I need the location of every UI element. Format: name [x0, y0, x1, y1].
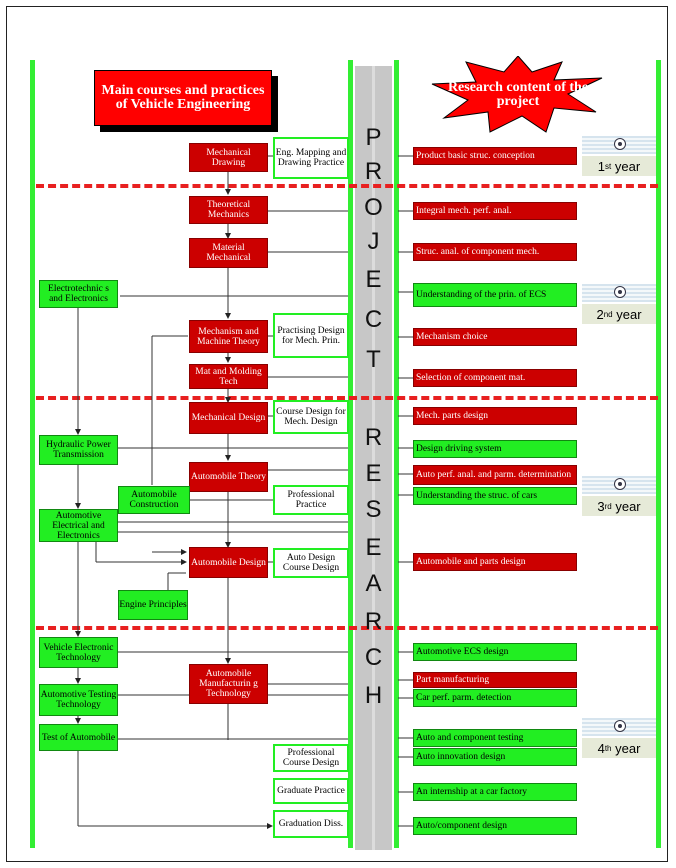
course-material-mechanical: Material Mechanical: [189, 238, 268, 268]
practice-practising-design: Practising Design for Mech. Prin.: [273, 313, 349, 358]
course-theoretical-mechanics: Theoretical Mechanics: [189, 196, 268, 224]
research-item: Part manufacturing: [413, 672, 577, 688]
course-mat-molding: Mat and Molding Tech: [189, 364, 268, 389]
center-letter: H: [364, 682, 383, 709]
research-item: Mechanism choice: [413, 328, 577, 346]
research-item: Automotive ECS design: [413, 643, 577, 661]
research-item: Auto and component testing: [413, 729, 577, 747]
practice-graduate-practice: Graduate Practice: [273, 778, 349, 804]
practice-course-design-mech: Course Design for Mech. Design: [273, 400, 349, 434]
research-item: Understanding the struc. of cars: [413, 487, 577, 505]
course-automobile-theory: Automobile Theory: [189, 462, 268, 492]
course-engine-principles: Engine Principles: [118, 590, 188, 620]
course-automobile-design: Automobile Design: [189, 547, 268, 578]
course-electrotechnics: Electrotechnic s and Electronics: [39, 280, 118, 308]
year-divider-2: [36, 396, 658, 400]
course-test-of-automobile: Test of Automobile: [39, 724, 118, 751]
research-item: Mech. parts design: [413, 407, 577, 425]
research-header-star-icon: [431, 56, 603, 133]
year-badge-icon: [614, 720, 626, 732]
practice-graduation-diss: Graduation Diss.: [273, 810, 349, 838]
center-right-guide-line: [394, 60, 399, 848]
year-badge-icon: [614, 478, 626, 490]
center-letter: A: [365, 570, 382, 597]
course-automobile-construction: Automobile Construction: [118, 486, 190, 514]
practice-auto-design-course: Auto Design Course Design: [273, 548, 349, 578]
left-header: Main courses and practices of Vehicle En…: [94, 70, 272, 126]
research-item: Automobile and parts design: [413, 553, 577, 571]
center-letter: R: [364, 608, 383, 635]
center-letter: R: [364, 424, 383, 451]
year-badge-icon: [614, 138, 626, 150]
center-letter: C: [364, 644, 383, 671]
center-letter: E: [365, 460, 382, 487]
course-automobile-manufacturing: Automobile Manufacturin g Technology: [189, 664, 268, 704]
center-letter: E: [365, 266, 382, 293]
research-item: An internship at a car factory: [413, 783, 577, 801]
research-item: Selection of component mat.: [413, 369, 577, 387]
research-item: Struc. anal. of component mech.: [413, 243, 577, 261]
practice-eng-mapping: Eng. Mapping and Drawing Practice: [273, 137, 349, 179]
center-letter: T: [366, 346, 381, 373]
center-letter: R: [364, 158, 383, 185]
research-item: Product basic struc. conception: [413, 147, 577, 165]
center-letter: C: [364, 306, 383, 333]
left-guide-line: [30, 60, 35, 848]
year-divider-3: [36, 626, 658, 630]
research-item: Auto/component design: [413, 817, 577, 835]
center-letter: O: [364, 194, 383, 221]
center-letter: J: [367, 228, 380, 255]
practice-professional-practice: Professional Practice: [273, 485, 349, 515]
course-vehicle-electronic: Vehicle Electronic Technology: [39, 637, 118, 668]
right-guide-line: [656, 60, 661, 848]
research-item: Integral mech. perf. anal.: [413, 202, 577, 220]
course-mechanical-drawing: Mechanical Drawing: [189, 143, 268, 172]
center-letter: E: [365, 534, 382, 561]
right-header: Research content of the project: [447, 80, 589, 109]
course-automotive-testing: Automotive Testing Technology: [39, 684, 118, 716]
project-research-bar: [355, 66, 392, 850]
center-letter: P: [365, 124, 382, 151]
center-letter: S: [365, 496, 382, 523]
research-item: Understanding of the prin. of ECS: [413, 283, 577, 307]
center-left-guide-line: [348, 60, 353, 848]
year-divider-1: [36, 184, 658, 188]
course-hydraulic: Hydraulic Power Transmission: [39, 435, 118, 465]
course-mechanism-theory: Mechanism and Machine Theory: [189, 320, 268, 353]
research-item: Design driving system: [413, 440, 577, 458]
course-mechanical-design: Mechanical Design: [189, 402, 268, 434]
page-frame: [6, 6, 668, 862]
research-item: Auto innovation design: [413, 748, 577, 766]
research-item: Car perf. parm. detection: [413, 689, 577, 707]
practice-professional-course-design: Professional Course Design: [273, 744, 349, 772]
course-automotive-electrical: Automotive Electrical and Electronics: [39, 509, 118, 542]
year-badge-icon: [614, 286, 626, 298]
research-item: Auto perf. anal. and parm. determination: [413, 465, 577, 485]
